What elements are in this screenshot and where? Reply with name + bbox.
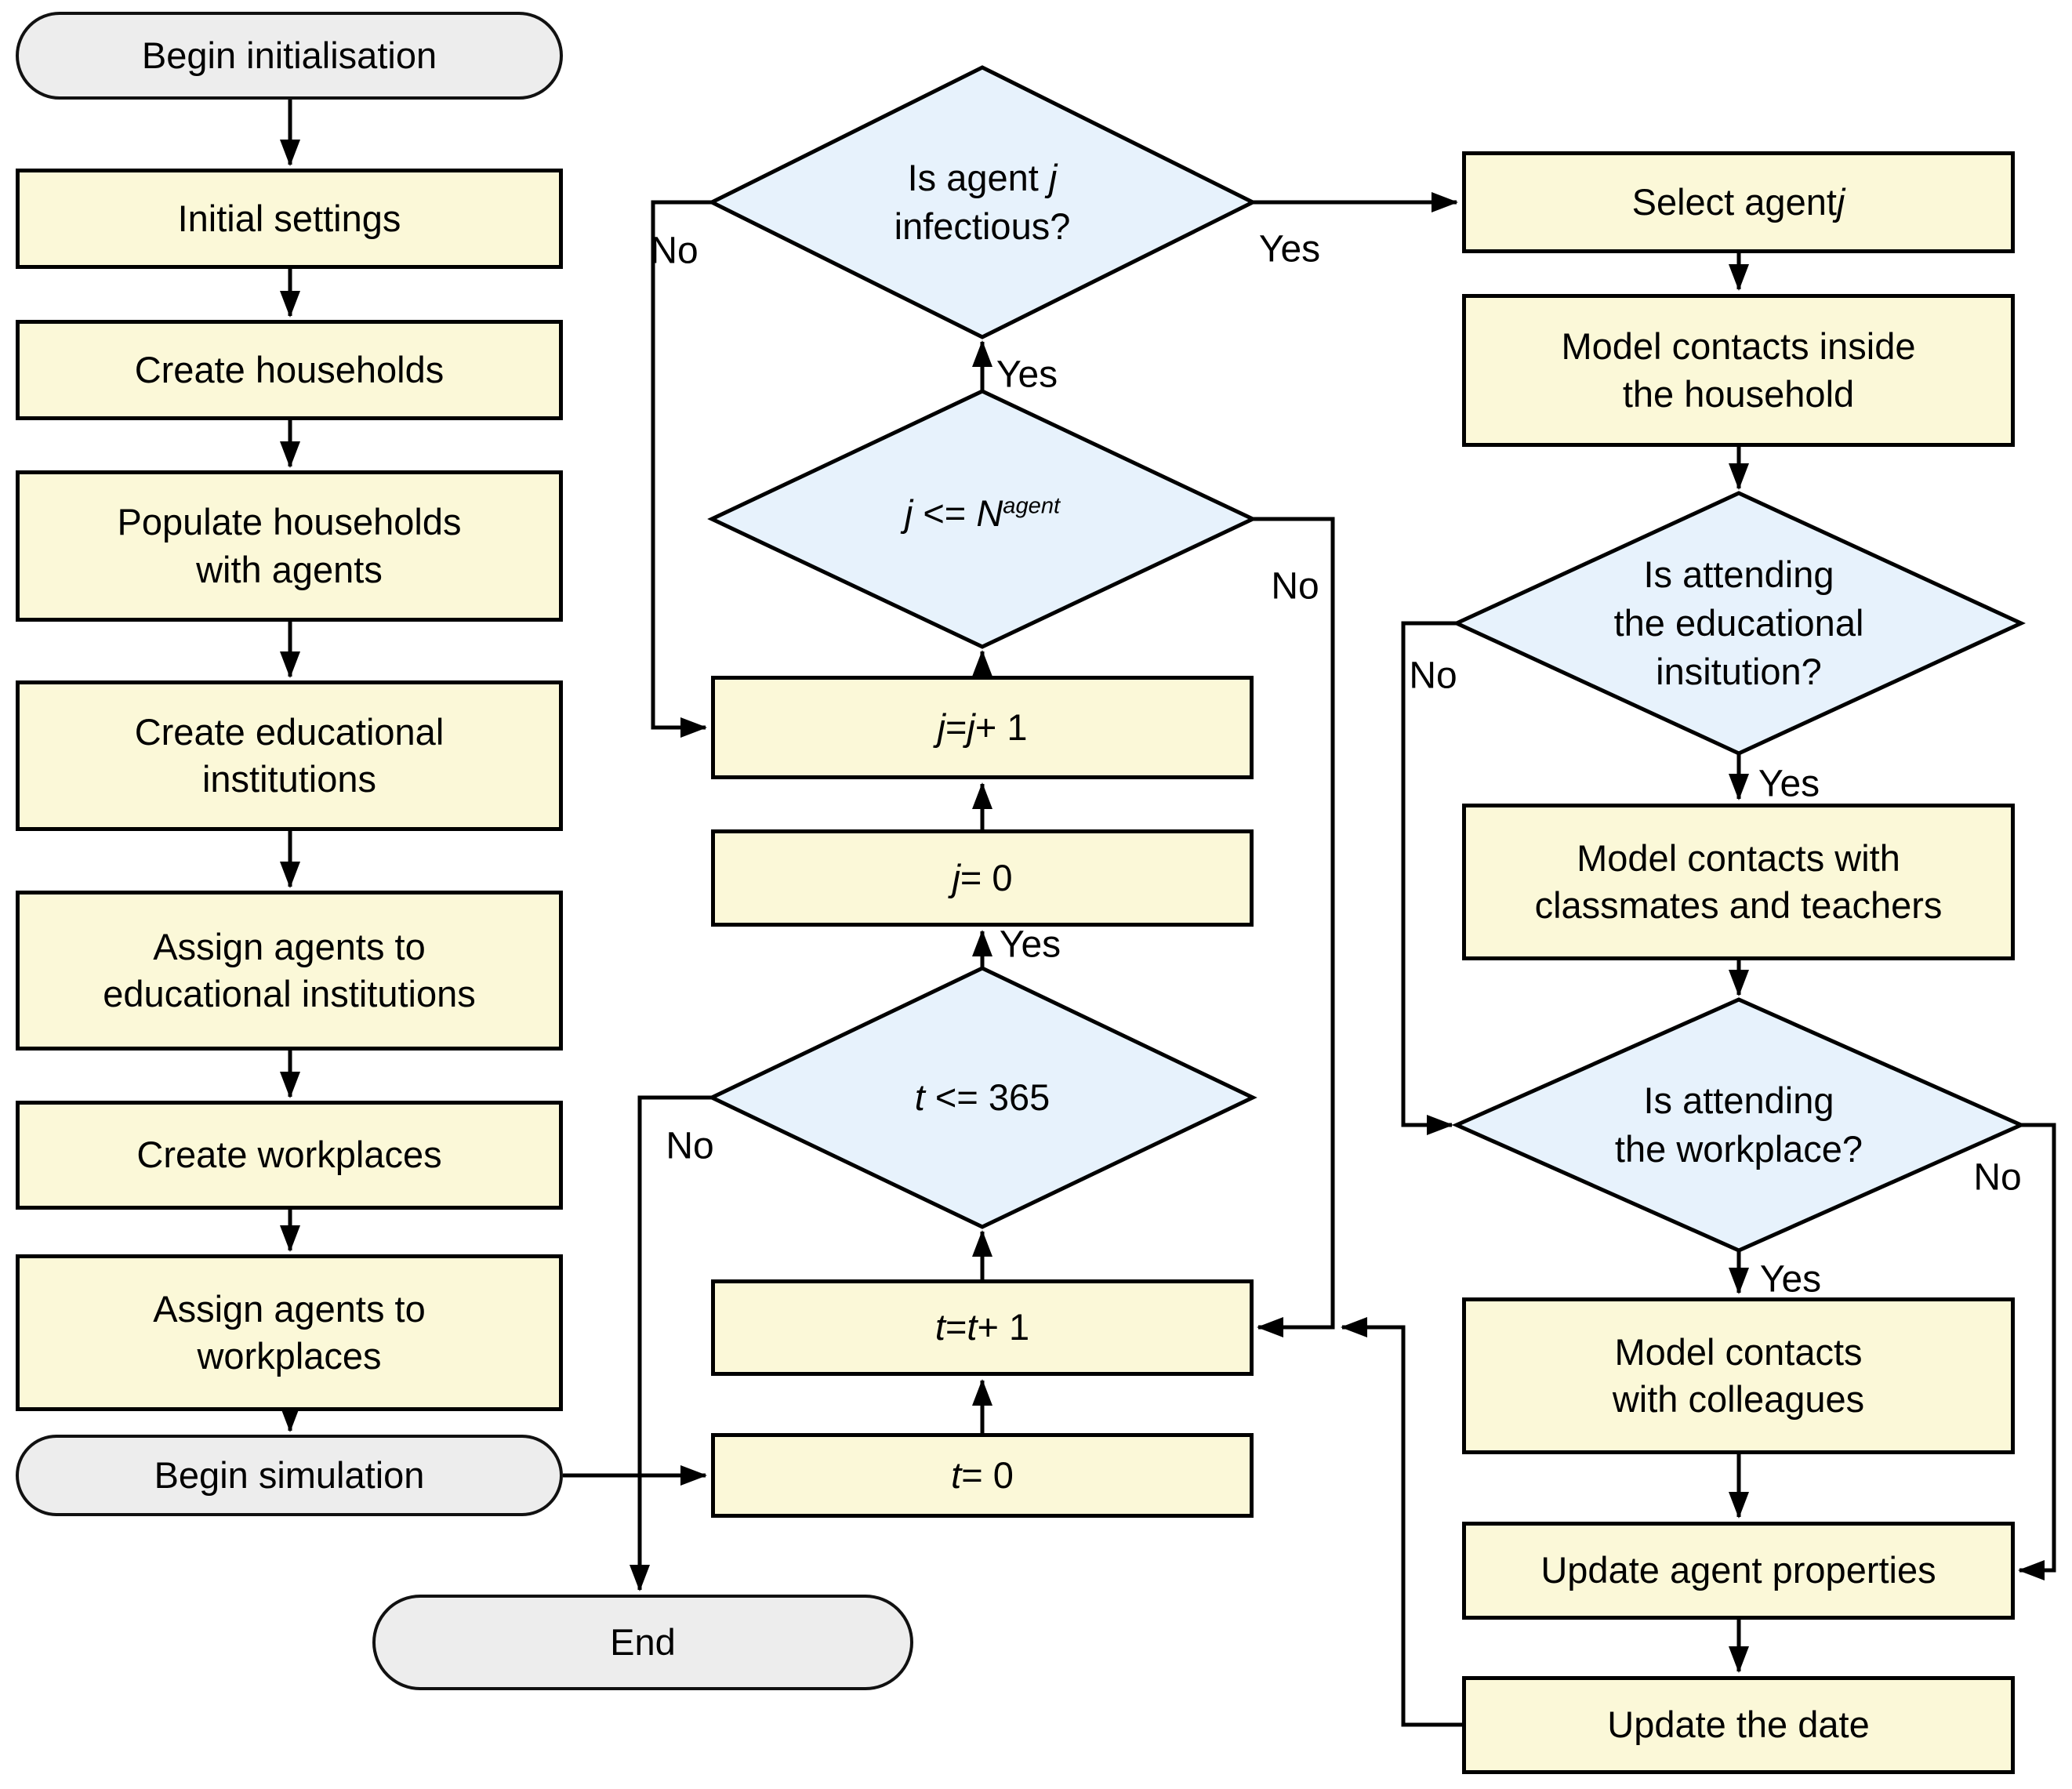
decision-t-le-365-label: t <= 365 [914, 1076, 1051, 1118]
node-begin-initialisation: Begin initialisation [16, 12, 563, 100]
decision-attending-workplace-shape [1451, 997, 2027, 1253]
edge-label-t365-no: No [666, 1125, 714, 1167]
node-initial-settings: Initial settings [16, 169, 563, 269]
edge-t365-no-to-end [630, 1095, 712, 1591]
edge-infectious-no-loop [651, 200, 712, 738]
node-j-zero: j = 0 [711, 829, 1254, 927]
node-create-households: Create households [16, 320, 563, 420]
edge-label-infectious-no: No [650, 230, 699, 272]
edge-label-jn-yes: Yes [996, 354, 1058, 396]
decision-is-agent-infectious-shape [707, 65, 1257, 339]
edge-label-edu-yes: Yes [1758, 763, 1820, 805]
decision-j-le-n-agent-label: j <= Nagent [904, 492, 1061, 534]
edge-label-t365-yes: Yes [999, 924, 1061, 966]
edge-update-date-loop-to-t-inc [1341, 1317, 1462, 1727]
edge-label-work-yes: Yes [1759, 1258, 1822, 1301]
edge-label-edu-no: No [1409, 655, 1457, 697]
edge-edu-no-to-work-decision [1401, 621, 1457, 1135]
node-begin-simulation: Begin simulation [16, 1435, 563, 1516]
node-t-increment: t = t + 1 [711, 1279, 1254, 1376]
node-update-agent-properties: Update agent properties [1462, 1522, 2015, 1620]
edge-label-jn-no: No [1271, 565, 1319, 608]
edge-work-no-to-update-properties [2018, 1123, 2056, 1580]
node-t-zero: t = 0 [711, 1433, 1254, 1518]
node-j-increment: j = j + 1 [711, 676, 1254, 779]
decision-attending-educational-shape [1452, 491, 2026, 756]
edge-label-infectious-yes: Yes [1258, 228, 1321, 270]
node-select-agent: Select agent j [1462, 151, 2015, 253]
edge-label-work-no: No [1973, 1156, 2022, 1199]
decision-j-le-n-agent-shape [707, 389, 1257, 649]
decision-t-le-365-shape [707, 966, 1257, 1229]
node-end: End [372, 1595, 913, 1690]
node-create-workplaces: Create workplaces [16, 1101, 563, 1210]
node-update-the-date: Update the date [1462, 1676, 2015, 1774]
edge-jn-no-to-t-inc [1253, 517, 1335, 1337]
